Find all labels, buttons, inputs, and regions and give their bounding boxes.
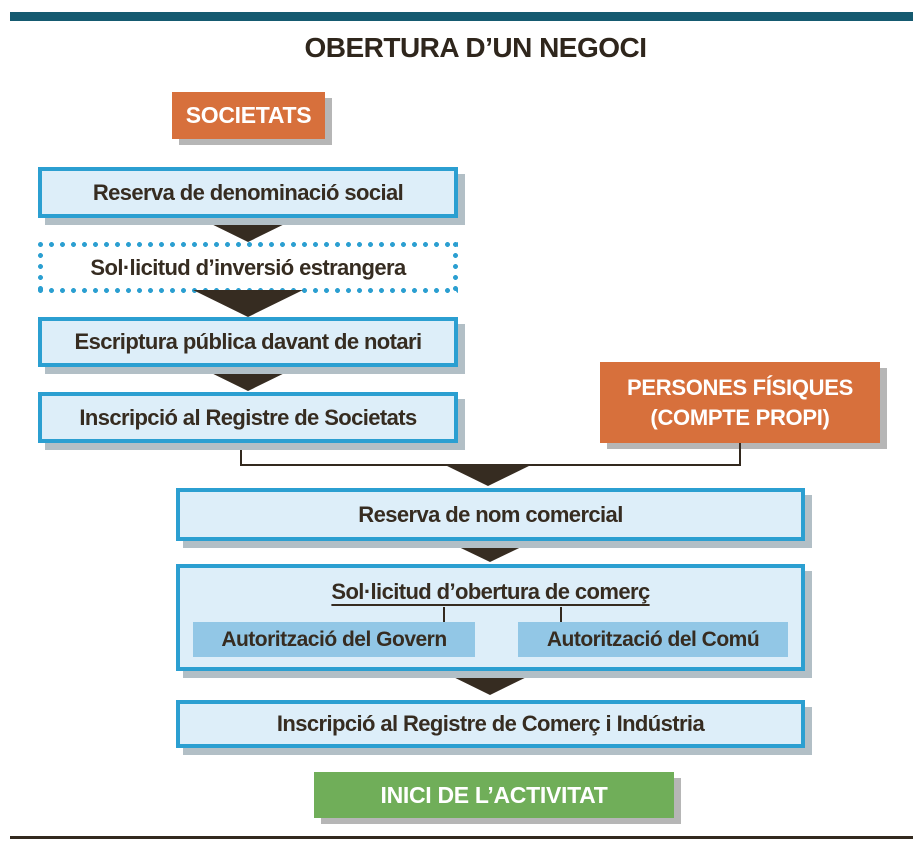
step-label: Sol·licitud d’inversió estrangera <box>90 254 406 280</box>
step-box-reserva-denominacio: Reserva de denominació social <box>38 167 458 218</box>
bottom-divider-rule <box>10 836 913 839</box>
group-box-persones-fisiques: PERSONES FÍSIQUES (COMPTE PROPI) <box>600 362 880 443</box>
down-arrow-icon <box>440 538 540 562</box>
substep-box-autoritzacio-govern: Autorització del Govern <box>193 622 475 657</box>
substep-box-autoritzacio-comu: Autorització del Comú <box>518 622 788 657</box>
step-label: Inscripció al Registre de Comerç i Indús… <box>276 711 705 736</box>
group-box-societats: SOCIETATS <box>172 92 325 139</box>
step-box-sollicitud-inversio: Sol·licitud d’inversió estrangera <box>38 242 458 293</box>
down-arrow-icon <box>193 215 303 242</box>
group-label-persones-line2: (COMPTE PROPI) <box>650 404 830 430</box>
group-label-societats: SOCIETATS <box>185 102 312 128</box>
down-arrow-icon <box>193 364 303 391</box>
step-box-inscripcio-societats: Inscripció al Registre de Societats <box>38 392 458 443</box>
top-divider-rule <box>10 12 913 21</box>
step-label: Inscripció al Registre de Societats <box>79 404 417 430</box>
connector-line-right <box>739 443 741 466</box>
down-arrow-icon <box>193 290 303 317</box>
connector-line-comu <box>560 607 562 622</box>
group-label-persones-line1: PERSONES FÍSIQUES <box>627 374 853 400</box>
substep-label: Autorització del Govern <box>221 627 447 651</box>
connector-line-left <box>240 443 242 466</box>
final-box-inici-activitat: INICI DE L’ACTIVITAT <box>314 772 674 818</box>
step-box-sollicitud-obertura: Sol·licitud d’obertura de comerç Autorit… <box>176 564 805 671</box>
substep-label: Autorització del Comú <box>546 627 760 651</box>
step-label: Reserva de denominació social <box>92 179 404 205</box>
step-box-reserva-nom-comercial: Reserva de nom comercial <box>176 488 805 541</box>
page-title: OBERTURA D’UN NEGOCI <box>304 32 647 63</box>
connector-line-govern <box>443 607 445 622</box>
step-label: Escriptura pública davant de notari <box>74 329 423 354</box>
step-title-sollicitud-obertura: Sol·licitud d’obertura de comerç <box>331 579 650 604</box>
step-label: Reserva de nom comercial <box>358 501 623 527</box>
down-arrow-icon <box>443 464 533 486</box>
step-box-inscripcio-comerc: Inscripció al Registre de Comerç i Indús… <box>176 700 805 748</box>
step-box-escriptura-publica: Escriptura pública davant de notari <box>38 317 458 367</box>
down-arrow-icon <box>435 668 545 695</box>
final-label: INICI DE L’ACTIVITAT <box>380 781 608 808</box>
